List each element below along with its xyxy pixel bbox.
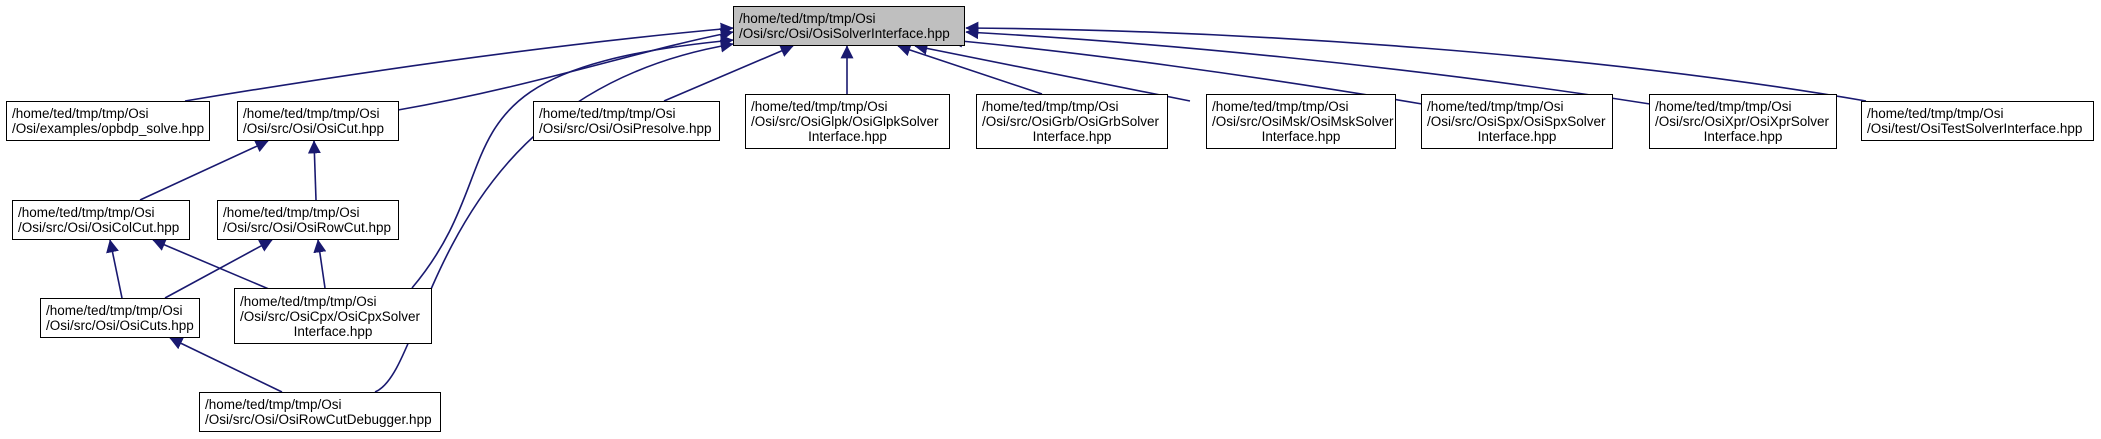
edge-cuts-to-rowcut xyxy=(164,239,273,299)
node-osi-msk-solver-interface[interactable]: /home/ted/tmp/tmp/Osi /Osi/src/OsiMsk/Os… xyxy=(1206,94,1396,149)
node-line: /Osi/src/Osi/OsiRowCutDebugger.hpp xyxy=(205,412,432,427)
edge-msk-to-root xyxy=(914,42,1191,102)
node-line: /home/ted/tmp/tmp/Osi xyxy=(739,11,876,26)
node-line: /home/ted/tmp/tmp/Osi xyxy=(1427,99,1564,114)
edge-presolve-to-root xyxy=(663,44,794,102)
node-line: /Osi/src/Osi/OsiSolverInterface.hpp xyxy=(739,26,950,41)
node-osi-presolve[interactable]: /home/ted/tmp/tmp/Osi /Osi/src/Osi/OsiPr… xyxy=(533,101,720,141)
edge-spx-to-root xyxy=(949,34,1423,105)
node-osi-cpx-solver-interface[interactable]: /home/ted/tmp/tmp/Osi /Osi/src/OsiCpx/Os… xyxy=(234,288,432,344)
node-opbdp-solve[interactable]: /home/ted/tmp/tmp/Osi /Osi/examples/opbd… xyxy=(6,101,210,141)
edge-test-to-root xyxy=(965,21,1867,102)
node-line: /Osi/src/OsiCpx/OsiCpxSolver xyxy=(240,308,421,324)
node-line: Interface.hpp xyxy=(808,129,887,144)
node-line: /home/ted/tmp/tmp/Osi xyxy=(982,99,1119,114)
node-osi-row-cut-debugger[interactable]: /home/ted/tmp/tmp/Osi /Osi/src/Osi/OsiRo… xyxy=(199,392,441,432)
node-line: Interface.hpp xyxy=(1261,129,1341,144)
node-osi-grb-solver-interface[interactable]: /home/ted/tmp/tmp/Osi /Osi/src/OsiGrb/Os… xyxy=(976,94,1168,149)
node-line: Interface.hpp xyxy=(293,323,373,339)
node-line: /home/ted/tmp/tmp/Osi xyxy=(12,106,149,121)
node-line: /Osi/src/OsiMsk/OsiMskSolver xyxy=(1212,114,1394,129)
edge-colcut-to-cut xyxy=(139,140,269,201)
edge-debugger-to-root xyxy=(374,39,734,393)
node-line: Interface.hpp xyxy=(1703,129,1783,144)
node-osi-xpr-solver-interface[interactable]: /home/ted/tmp/tmp/Osi /Osi/src/OsiXpr/Os… xyxy=(1649,94,1837,149)
node-line: /home/ted/tmp/tmp/Osi xyxy=(1867,106,2004,121)
node-line: /Osi/src/Osi/OsiCuts.hpp xyxy=(46,318,194,333)
node-line: /Osi/examples/opbdp_solve.hpp xyxy=(12,121,205,136)
node-osi-cuts[interactable]: /home/ted/tmp/tmp/Osi /Osi/src/Osi/OsiCu… xyxy=(40,298,200,338)
node-line: /Osi/src/OsiSpx/OsiSpxSolver xyxy=(1427,114,1606,129)
node-line: /home/ted/tmp/tmp/Osi xyxy=(1212,99,1349,114)
edge-xpr-to-root xyxy=(965,26,1651,105)
node-osi-test-solver-interface[interactable]: /home/ted/tmp/tmp/Osi /Osi/test/OsiTestS… xyxy=(1861,101,2094,141)
node-osi-row-cut[interactable]: /home/ted/tmp/tmp/Osi /Osi/src/Osi/OsiRo… xyxy=(217,200,399,240)
edge-cuts-to-colcut xyxy=(106,239,123,299)
node-line: /home/ted/tmp/tmp/Osi xyxy=(240,293,377,309)
edge-cpx-to-rowcut xyxy=(313,239,327,289)
node-osi-solver-interface[interactable]: /home/ted/tmp/tmp/Osi /Osi/src/Osi/OsiSo… xyxy=(733,6,965,46)
node-line: /Osi/src/OsiGlpk/OsiGlpkSolver xyxy=(751,114,939,129)
edge-cut-to-root xyxy=(397,27,734,111)
edge-grb-to-root xyxy=(897,43,1043,95)
node-line: /Osi/src/Osi/OsiPresolve.hpp xyxy=(539,121,712,136)
edge-opbdp-to-root xyxy=(184,22,734,102)
node-osi-cut[interactable]: /home/ted/tmp/tmp/Osi /Osi/src/Osi/OsiCu… xyxy=(237,101,399,141)
node-line: /Osi/test/OsiTestSolverInterface.hpp xyxy=(1867,121,2083,136)
node-osi-glpk-solver-interface[interactable]: /home/ted/tmp/tmp/Osi /Osi/src/OsiGlpk/O… xyxy=(745,94,950,149)
node-line: /home/ted/tmp/tmp/Osi xyxy=(205,397,342,412)
node-line: /home/ted/tmp/tmp/Osi xyxy=(751,99,888,114)
edge-debugger-to-cuts xyxy=(169,337,283,393)
node-osi-col-cut[interactable]: /home/ted/tmp/tmp/Osi /Osi/src/Osi/OsiCo… xyxy=(12,200,190,240)
node-line: /home/ted/tmp/tmp/Osi xyxy=(1655,99,1792,114)
node-line: /home/ted/tmp/tmp/Osi xyxy=(539,106,676,121)
node-osi-spx-solver-interface[interactable]: /home/ted/tmp/tmp/Osi /Osi/src/OsiSpx/Os… xyxy=(1421,94,1613,149)
node-line: /Osi/src/OsiGrb/OsiGrbSolver xyxy=(982,114,1160,129)
node-line: Interface.hpp xyxy=(1477,129,1557,144)
edge-rowcut-to-cut xyxy=(307,140,321,201)
node-line: /Osi/src/Osi/OsiRowCut.hpp xyxy=(223,220,392,235)
node-line: /home/ted/tmp/tmp/Osi xyxy=(223,205,360,220)
node-line: /home/ted/tmp/tmp/Osi xyxy=(18,205,155,220)
node-line: /home/ted/tmp/tmp/Osi xyxy=(243,106,380,121)
node-line: /Osi/src/OsiXpr/OsiXprSolver xyxy=(1655,114,1830,129)
edge-cpx-to-root xyxy=(411,34,734,289)
node-line: /Osi/src/Osi/OsiCut.hpp xyxy=(243,121,385,136)
node-line: /Osi/src/Osi/OsiColCut.hpp xyxy=(18,220,180,235)
node-line: Interface.hpp xyxy=(1032,129,1112,144)
node-line: /home/ted/tmp/tmp/Osi xyxy=(46,303,183,318)
